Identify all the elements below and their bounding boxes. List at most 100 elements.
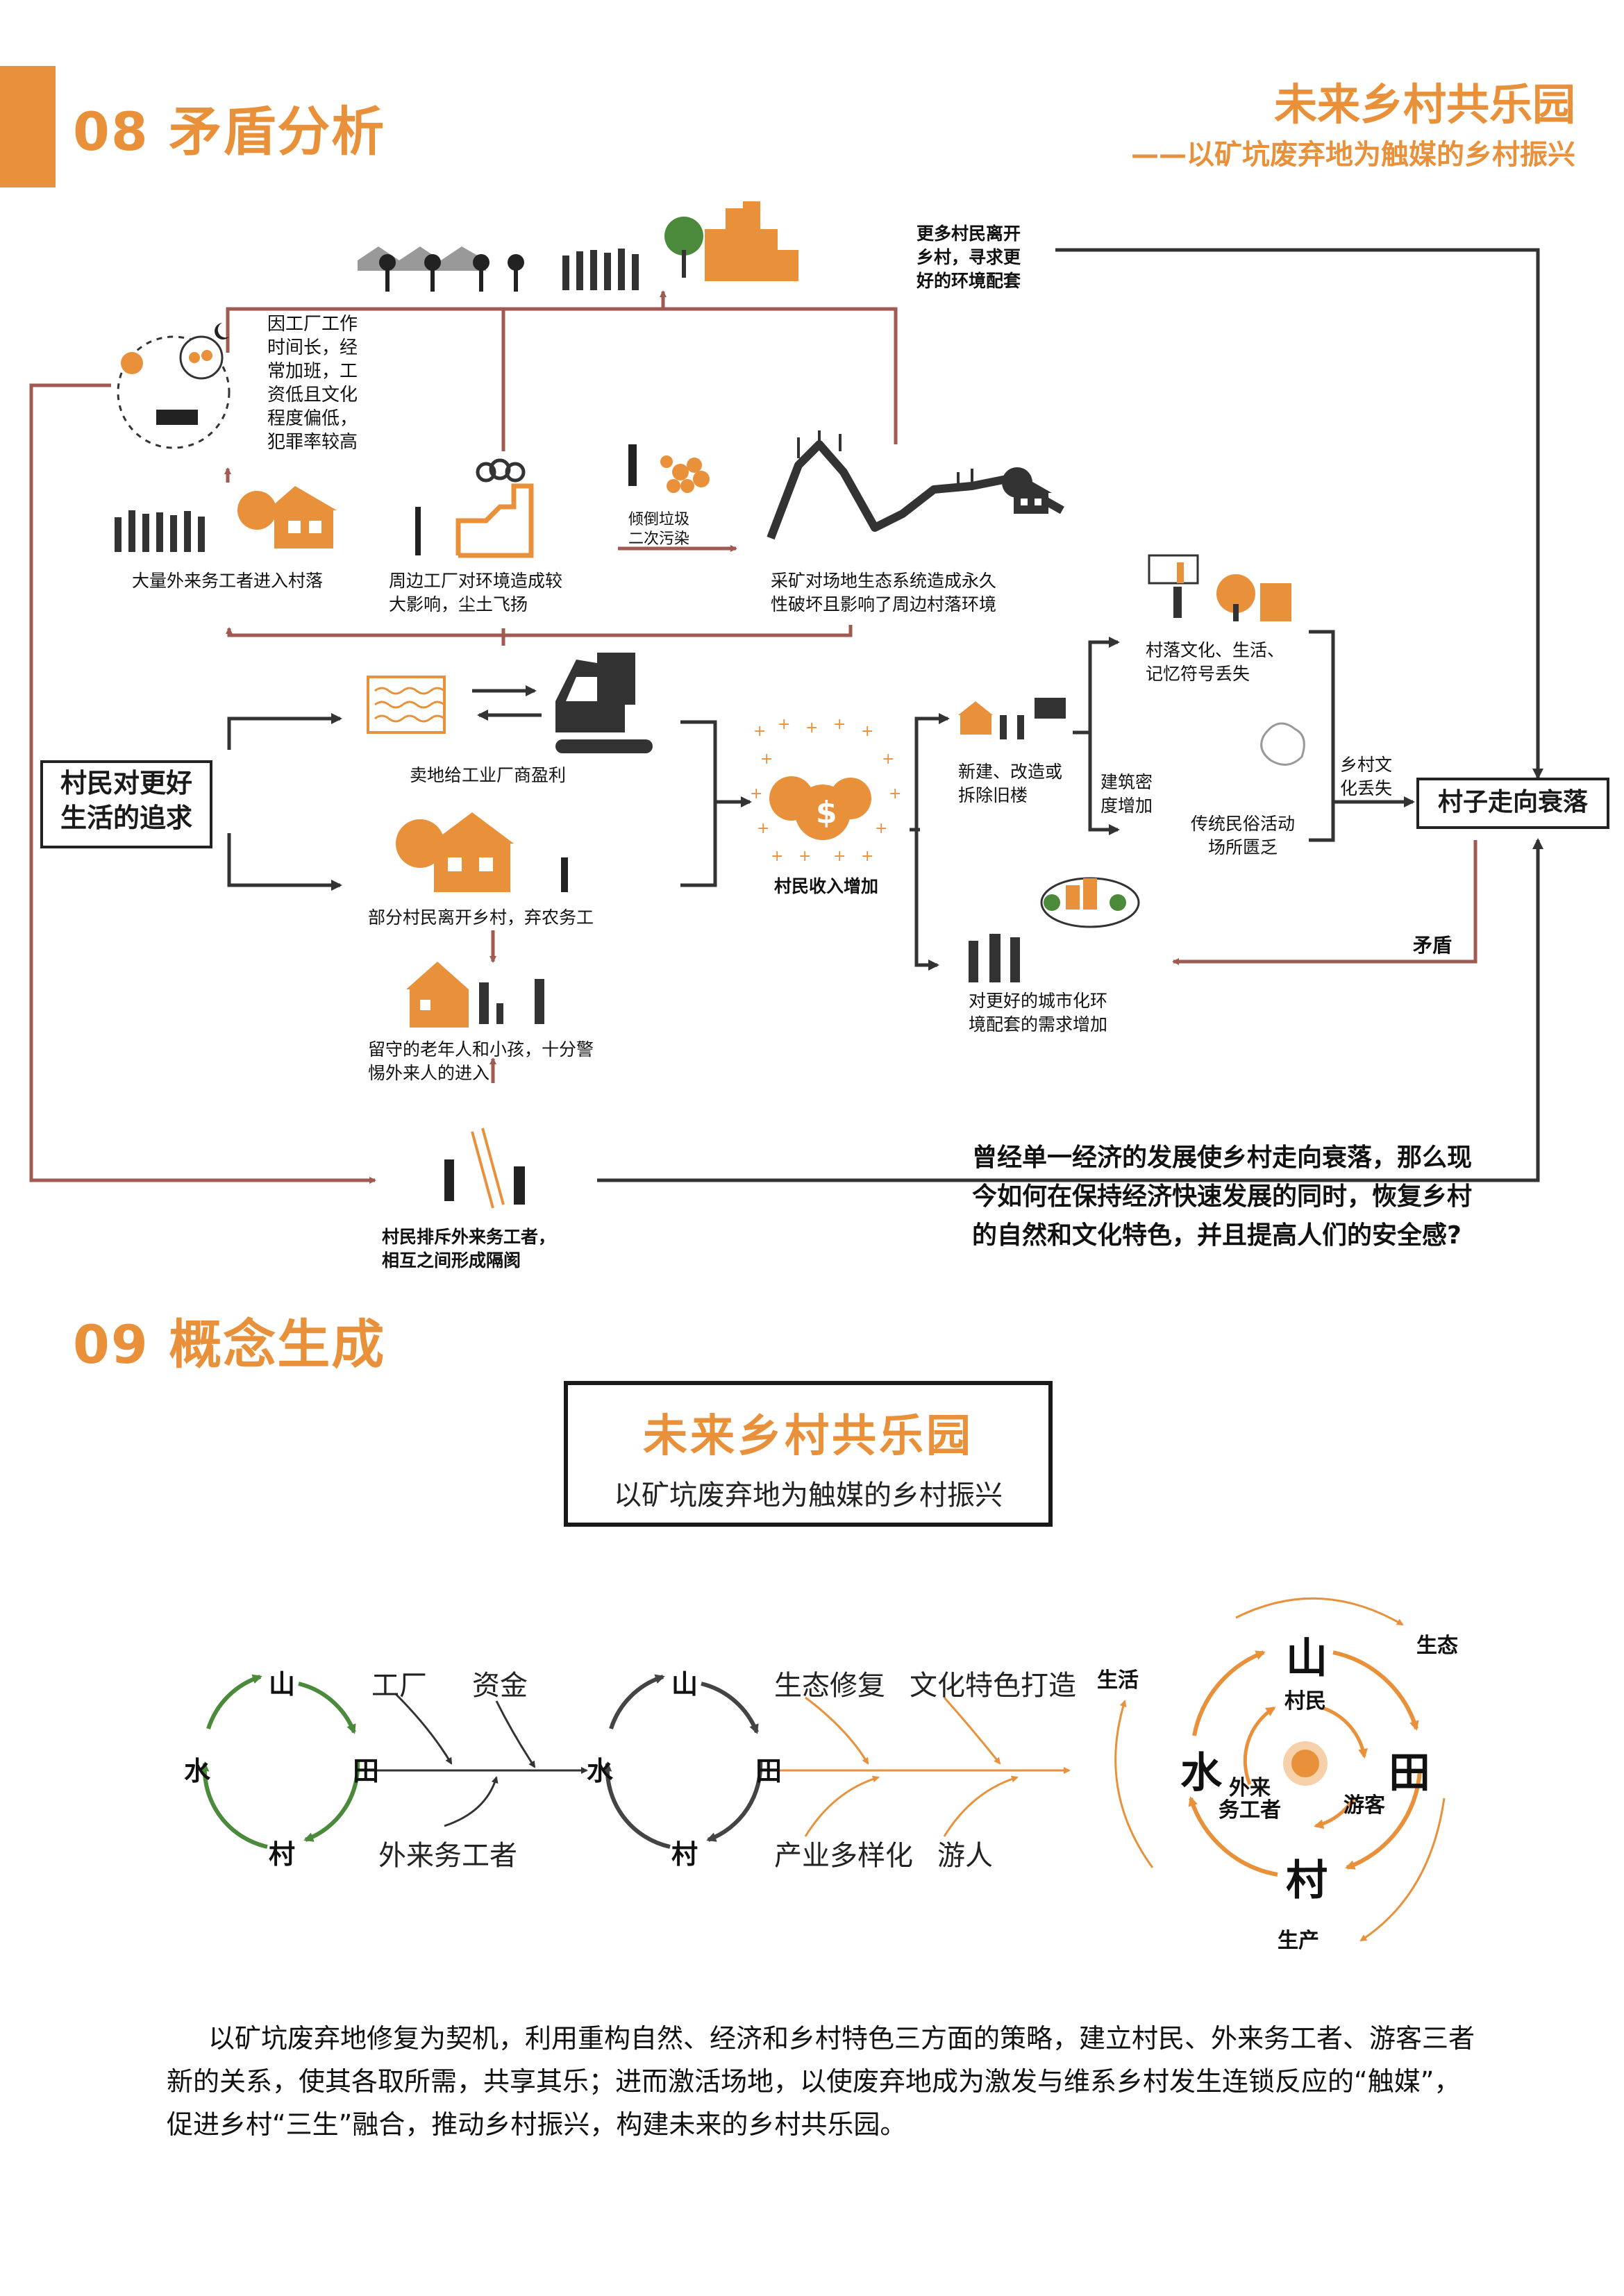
svg-text:$: $ — [816, 795, 837, 830]
cycle3-visitors: 游客 — [1343, 1793, 1385, 1818]
input-migrants-label: 外来务工者 — [378, 1840, 517, 1872]
dump-waste-label: 倾倒垃圾 二次污染 — [628, 511, 690, 548]
concept-title: 未来乡村共乐园 — [643, 1411, 973, 1462]
urban-demand-label: 对更好的城市化环 境配套的需求增加 — [969, 991, 1108, 1034]
cycle3-water: 水 — [1180, 1749, 1222, 1798]
cycle3-villagers: 村民 — [1284, 1689, 1326, 1713]
cycle2-village: 村 — [671, 1839, 698, 1870]
cycle3-field: 田 — [1389, 1749, 1430, 1798]
svg-text:+: + — [750, 785, 762, 803]
factory-icon — [415, 458, 534, 558]
factory-work-label: 因工厂工作 时间长，经 常加班，工 资低且文化 程度偏低， 犯罪率较高 — [267, 314, 358, 453]
concept-paragraph: 以矿坑废弃地修复为契机，利用重构自然、经济和乡村特色三方面的策略，建立村民、外来… — [167, 2023, 1475, 2140]
culture-loss-label: 村落文化、生活、 记忆符号丢失 — [1146, 640, 1285, 684]
input-tourists-label: 游人 — [937, 1840, 993, 1872]
village-house-icon — [396, 812, 568, 892]
mining-landscape-icon — [767, 430, 1064, 540]
cycle3-mountain: 山 — [1286, 1634, 1328, 1683]
svg-text:+: + — [861, 848, 873, 865]
section-marker-09 — [0, 1298, 56, 1299]
density-increase-label: 建筑密 度增加 — [1100, 772, 1153, 816]
sun-icon — [1283, 1741, 1328, 1786]
left-behind-icon — [406, 962, 544, 1028]
input-industry-label: 产业多样化 — [774, 1840, 913, 1872]
city-skyline-icon — [358, 201, 798, 292]
svg-text:+: + — [833, 716, 846, 733]
villagers-pursuit-box: 村民对更好 生活的追求 — [40, 760, 212, 848]
inputs2-arrows — [778, 1696, 1071, 1837]
concept-box: 未来乡村共乐园 以矿坑废弃地为触媒的乡村振兴 — [564, 1381, 1053, 1527]
cycle2-field: 田 — [755, 1756, 782, 1786]
svg-text:+: + — [778, 716, 790, 733]
svg-text:+: + — [771, 848, 783, 865]
red-connectors — [29, 290, 1477, 1184]
cycle1-arrows — [199, 1674, 360, 1849]
svg-text:+: + — [889, 785, 901, 803]
svg-text:+: + — [861, 723, 873, 740]
inputs1-arrows — [375, 1693, 588, 1827]
key-question: 曾经单一经济的发展使乡村走向衰落，那么现 今如何在保持经济快速发展的同时，恢复乡… — [972, 1143, 1473, 1250]
cycle2-arrows — [602, 1674, 763, 1849]
input-factory-label: 工厂 — [371, 1670, 427, 1702]
svg-text:+: + — [798, 848, 811, 865]
worker-life-icon — [117, 323, 231, 449]
input-capital-label: 资金 — [472, 1670, 528, 1702]
excavator-icon — [555, 653, 653, 753]
section-title-08: 08 矛盾分析 — [73, 101, 386, 162]
cycle2-water: 水 — [587, 1756, 614, 1786]
concept-cycles — [199, 1597, 1446, 1942]
new-build-label: 新建、改造或 拆除旧楼 — [958, 762, 1063, 805]
folk-sketch-icon — [1260, 722, 1305, 766]
cycle3-ecology: 生态 — [1416, 1634, 1458, 1658]
cycle3-inner-arrows — [1243, 1706, 1368, 1829]
migrant-workers-icon — [115, 510, 205, 552]
dark-connectors — [227, 248, 1543, 1182]
leave-village-label: 部分村民离开乡村，弃农务工 — [368, 907, 594, 928]
house-icon — [237, 486, 337, 548]
concept-subtitle: 以矿坑废弃地为触媒的乡村振兴 — [614, 1480, 1003, 1511]
cycle1-field: 田 — [353, 1756, 380, 1786]
soil-layer-icon — [367, 676, 446, 734]
input-culture-label: 文化特色打造 — [910, 1670, 1076, 1702]
migrants-enter-label: 大量外来务工者进入村落 — [132, 571, 324, 591]
village-decline-box: 村子走向衰落 — [1416, 778, 1609, 829]
factory-impact-label: 周边工厂对环境造成较 大影响，尘土飞扬 — [389, 571, 563, 614]
section-title-09: 09 概念生成 — [73, 1314, 386, 1375]
cycle1-mountain: 山 — [269, 1669, 296, 1700]
brand-title: 未来乡村共乐园 — [1273, 79, 1575, 130]
section-marker-08 — [0, 66, 56, 187]
cycle1-water: 水 — [184, 1756, 211, 1786]
cycle3-life: 生活 — [1097, 1668, 1139, 1693]
cycle3-production: 生产 — [1278, 1929, 1319, 1953]
cycle3-migrants: 外来 务工者 — [1219, 1776, 1281, 1822]
svg-text:+: + — [753, 723, 766, 740]
svg-text:+: + — [833, 848, 846, 865]
svg-text:+: + — [760, 751, 773, 768]
new-build-icon — [958, 698, 1066, 739]
contradiction-diagram: +++++ ++++ ++++ ++ $ — [29, 201, 1543, 1209]
folk-lack-label: 传统民俗活动 场所匮乏 — [1191, 814, 1296, 857]
income-increase-label: 村民收入增加 — [774, 876, 879, 896]
cycle2-mountain: 山 — [671, 1669, 698, 1700]
brand-subtitle: ——以矿坑废弃地为触媒的乡村振兴 — [1131, 139, 1575, 171]
left-behind-label: 留守的老年人和小孩，十分警 惕外来人的进入 — [368, 1039, 594, 1083]
mining-damage-label: 采矿对场地生态系统造成永久 性破坏且影响了周边村落环境 — [771, 571, 997, 614]
cycle3-outer-thin — [1114, 1597, 1446, 1942]
svg-text:+: + — [805, 719, 818, 737]
sell-land-label: 卖地给工业厂商盈利 — [410, 765, 567, 785]
svg-text:+: + — [757, 820, 769, 837]
culture-loss-icon — [1148, 554, 1291, 621]
urban-demand-icon — [969, 877, 1140, 982]
svg-text:+: + — [875, 820, 887, 837]
cycle3-arrows — [1188, 1650, 1422, 1877]
money-bags-icon: +++++ ++++ ++++ ++ $ — [750, 716, 901, 865]
cycle1-village: 村 — [269, 1839, 296, 1870]
more-villagers-leave-label: 更多村民离开 乡村，寻求更 好的环境配套 — [916, 224, 1021, 291]
svg-text:+: + — [882, 751, 894, 768]
dumping-waste-icon — [628, 444, 710, 493]
village-culture-lost-label: 乡村文 化丢失 — [1340, 755, 1393, 798]
villagers-exclude-label: 村民排斥外来务工者， 相互之间形成隔阂 — [382, 1227, 556, 1271]
cycle3-village: 村 — [1286, 1857, 1328, 1905]
exclusion-icon — [444, 1128, 525, 1209]
contradiction-label: 矛盾 — [1413, 934, 1453, 957]
